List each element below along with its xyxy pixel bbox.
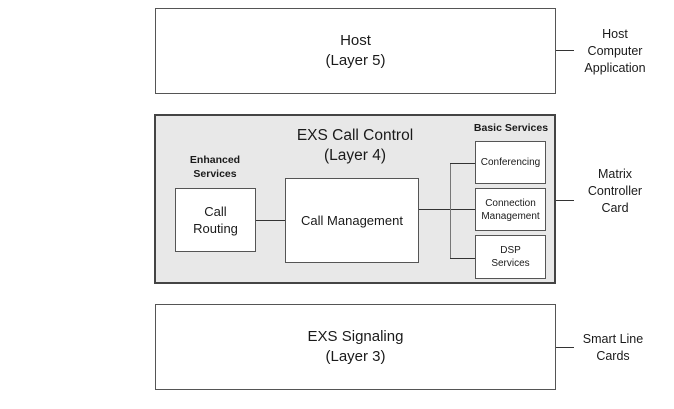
call-control-connector	[556, 200, 574, 201]
signaling-side-label: Smart Line Cards	[563, 331, 663, 365]
dsp-connector	[450, 258, 475, 259]
call-routing-box: Call Routing	[175, 188, 256, 252]
call-control-side-label-line: Card	[601, 201, 629, 215]
host-side-label: Host Computer Application	[565, 26, 665, 77]
connection-management-line: Management	[481, 210, 540, 222]
enhanced-services-heading-line: Services	[193, 168, 237, 180]
host-side-label-line: Application	[584, 61, 646, 75]
call-control-side-label-line: Controller	[587, 184, 643, 198]
signaling-layer-title: EXS Signaling	[307, 328, 404, 345]
host-side-label-line: Computer	[587, 44, 643, 58]
dsp-services-line: DSP	[500, 245, 521, 256]
conferencing-label: Conferencing	[480, 157, 541, 168]
call-control-title-text: EXS Call Control	[296, 127, 414, 144]
host-layer-box: Host (Layer 5)	[155, 8, 556, 94]
enhanced-services-heading: Enhanced Services	[170, 153, 260, 181]
call-routing-line: Call	[204, 204, 227, 219]
enhanced-services-heading-line: Enhanced	[189, 154, 241, 166]
call-routing-line: Routing	[193, 221, 238, 236]
host-connector	[556, 50, 574, 51]
management-to-services-connector	[419, 209, 475, 210]
dsp-services-box: DSP Services	[475, 235, 546, 279]
signaling-connector	[556, 347, 574, 348]
conferencing-connector	[450, 163, 475, 164]
dsp-services-line: Services	[491, 258, 530, 269]
signaling-layer-box: EXS Signaling (Layer 3)	[155, 304, 556, 390]
signaling-side-label-line: Cards	[596, 349, 630, 363]
routing-to-management-connector	[256, 220, 285, 221]
signaling-layer-subtitle: (Layer 3)	[325, 348, 386, 365]
signaling-side-label-line: Smart Line	[582, 332, 644, 346]
basic-services-heading: Basic Services	[473, 122, 549, 134]
call-management-box: Call Management	[285, 178, 419, 263]
call-management-label: Call Management	[301, 212, 403, 228]
call-control-side-label-line: Matrix	[597, 167, 633, 181]
services-bus-connector	[450, 163, 451, 259]
conferencing-box: Conferencing	[475, 141, 546, 184]
connection-management-line: Connection	[485, 197, 536, 209]
host-layer-subtitle: (Layer 5)	[325, 52, 386, 69]
connection-management-box: Connection Management	[475, 188, 546, 231]
call-control-title: EXS Call Control (Layer 4)	[270, 126, 440, 166]
call-control-subtitle-text: (Layer 4)	[323, 147, 387, 164]
host-layer-title: Host	[340, 32, 371, 49]
host-side-label-line: Host	[602, 27, 628, 41]
call-control-side-label: Matrix Controller Card	[565, 166, 665, 217]
